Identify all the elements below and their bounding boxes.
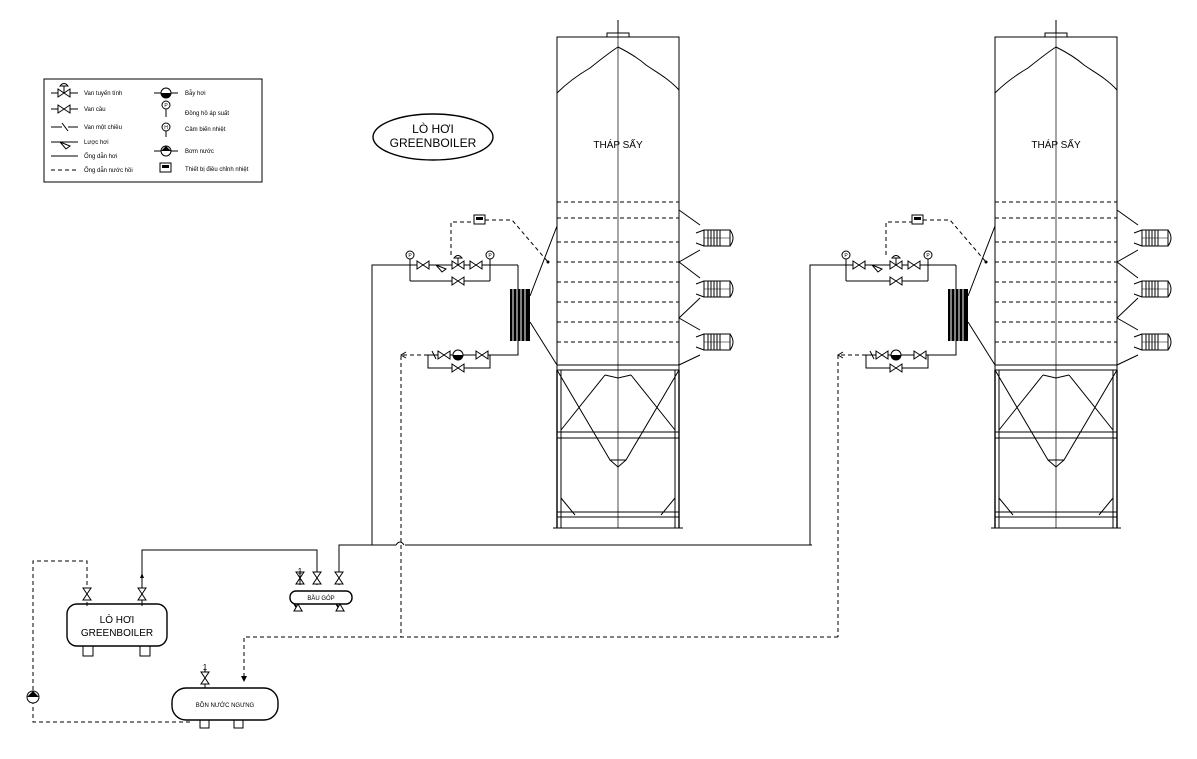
svg-text:1: 1 <box>203 663 208 672</box>
temperature-controller-icon <box>159 162 172 173</box>
temperature-sensor-icon: H <box>161 122 171 137</box>
callout-line1: LÒ HƠI <box>412 121 454 136</box>
gauge-letter: P <box>164 103 168 109</box>
pressure-gauge-icon: P <box>485 250 495 265</box>
pressure-gauge-icon: P <box>923 250 933 265</box>
boiler-line1: LÒ HƠI <box>100 613 135 626</box>
heater-1-assembly: P P <box>371 214 550 637</box>
strainer-icon <box>51 141 78 150</box>
check-valve-icon <box>431 350 437 360</box>
svg-text:P: P <box>488 253 492 259</box>
legend-label: Ống dẫn hơi <box>84 153 117 160</box>
tank-label: BỒN NƯỚC NGƯNG <box>196 702 255 709</box>
legend-box <box>43 78 263 183</box>
legend-label: Van cầu <box>84 107 106 113</box>
check-valve-icon <box>51 122 78 132</box>
water-pump-icon <box>26 690 40 704</box>
tower-label: THÁP SẤY <box>593 138 643 151</box>
legend: Van tuyến tính Van cầu Van một chiều Lượ… <box>43 78 263 183</box>
heater-2-assembly: P P <box>809 214 988 637</box>
linear-valve-icon <box>51 83 78 98</box>
boiler-line2: GREENBOILER <box>81 628 153 639</box>
legend-label: Van tuyến tính <box>84 91 122 97</box>
steam-header: BẦU GÓP <box>289 590 353 612</box>
main-piping: 1 1 <box>26 541 838 723</box>
steam-trap-icon <box>890 349 902 361</box>
legend-label: Bẫy hơi <box>185 90 206 97</box>
boiler-callout: LÒ HƠI GREENBOILER <box>372 113 494 161</box>
steam-trap-icon <box>452 349 464 361</box>
legend-label: Bơm nước <box>185 149 214 155</box>
pressure-gauge-icon: P <box>405 250 415 265</box>
boiler-greenboiler: LÒ HƠI GREENBOILER <box>66 603 168 657</box>
sensor-letter: H <box>164 125 168 131</box>
check-valve-icon <box>869 350 875 360</box>
strainer-icon <box>871 264 884 273</box>
svg-text:1: 1 <box>298 567 303 576</box>
steam-trap-icon <box>154 87 178 99</box>
svg-text:P: P <box>408 253 412 259</box>
header-label: BẦU GÓP <box>307 595 334 602</box>
legend-label: Van một chiều <box>84 125 122 131</box>
pressure-gauge-icon: P <box>161 100 171 117</box>
globe-valve-icon <box>51 104 78 114</box>
pressure-gauge-icon: P <box>841 250 851 265</box>
legend-label: Thiết bị điều chỉnh nhiệt <box>185 166 249 173</box>
water-pump-icon <box>154 145 178 157</box>
drying-tower-2: THÁP SẤY <box>967 20 1172 529</box>
legend-label: Lược hơi <box>84 140 109 146</box>
drying-tower-1: THÁP SẤY <box>529 20 734 529</box>
callout-line2: GREENBOILER <box>390 136 477 150</box>
svg-text:P: P <box>844 253 848 259</box>
legend-label: Cảm biến nhiệt <box>185 127 226 133</box>
tower-label: THÁP SẤY <box>1031 138 1081 151</box>
strainer-icon <box>435 264 448 273</box>
condensate-tank: BỒN NƯỚC NGƯNG <box>171 687 279 729</box>
legend-label: Đồng hồ áp suất <box>185 111 229 117</box>
svg-text:P: P <box>926 253 930 259</box>
legend-label: Ống dẫn nước hồi <box>84 167 133 174</box>
